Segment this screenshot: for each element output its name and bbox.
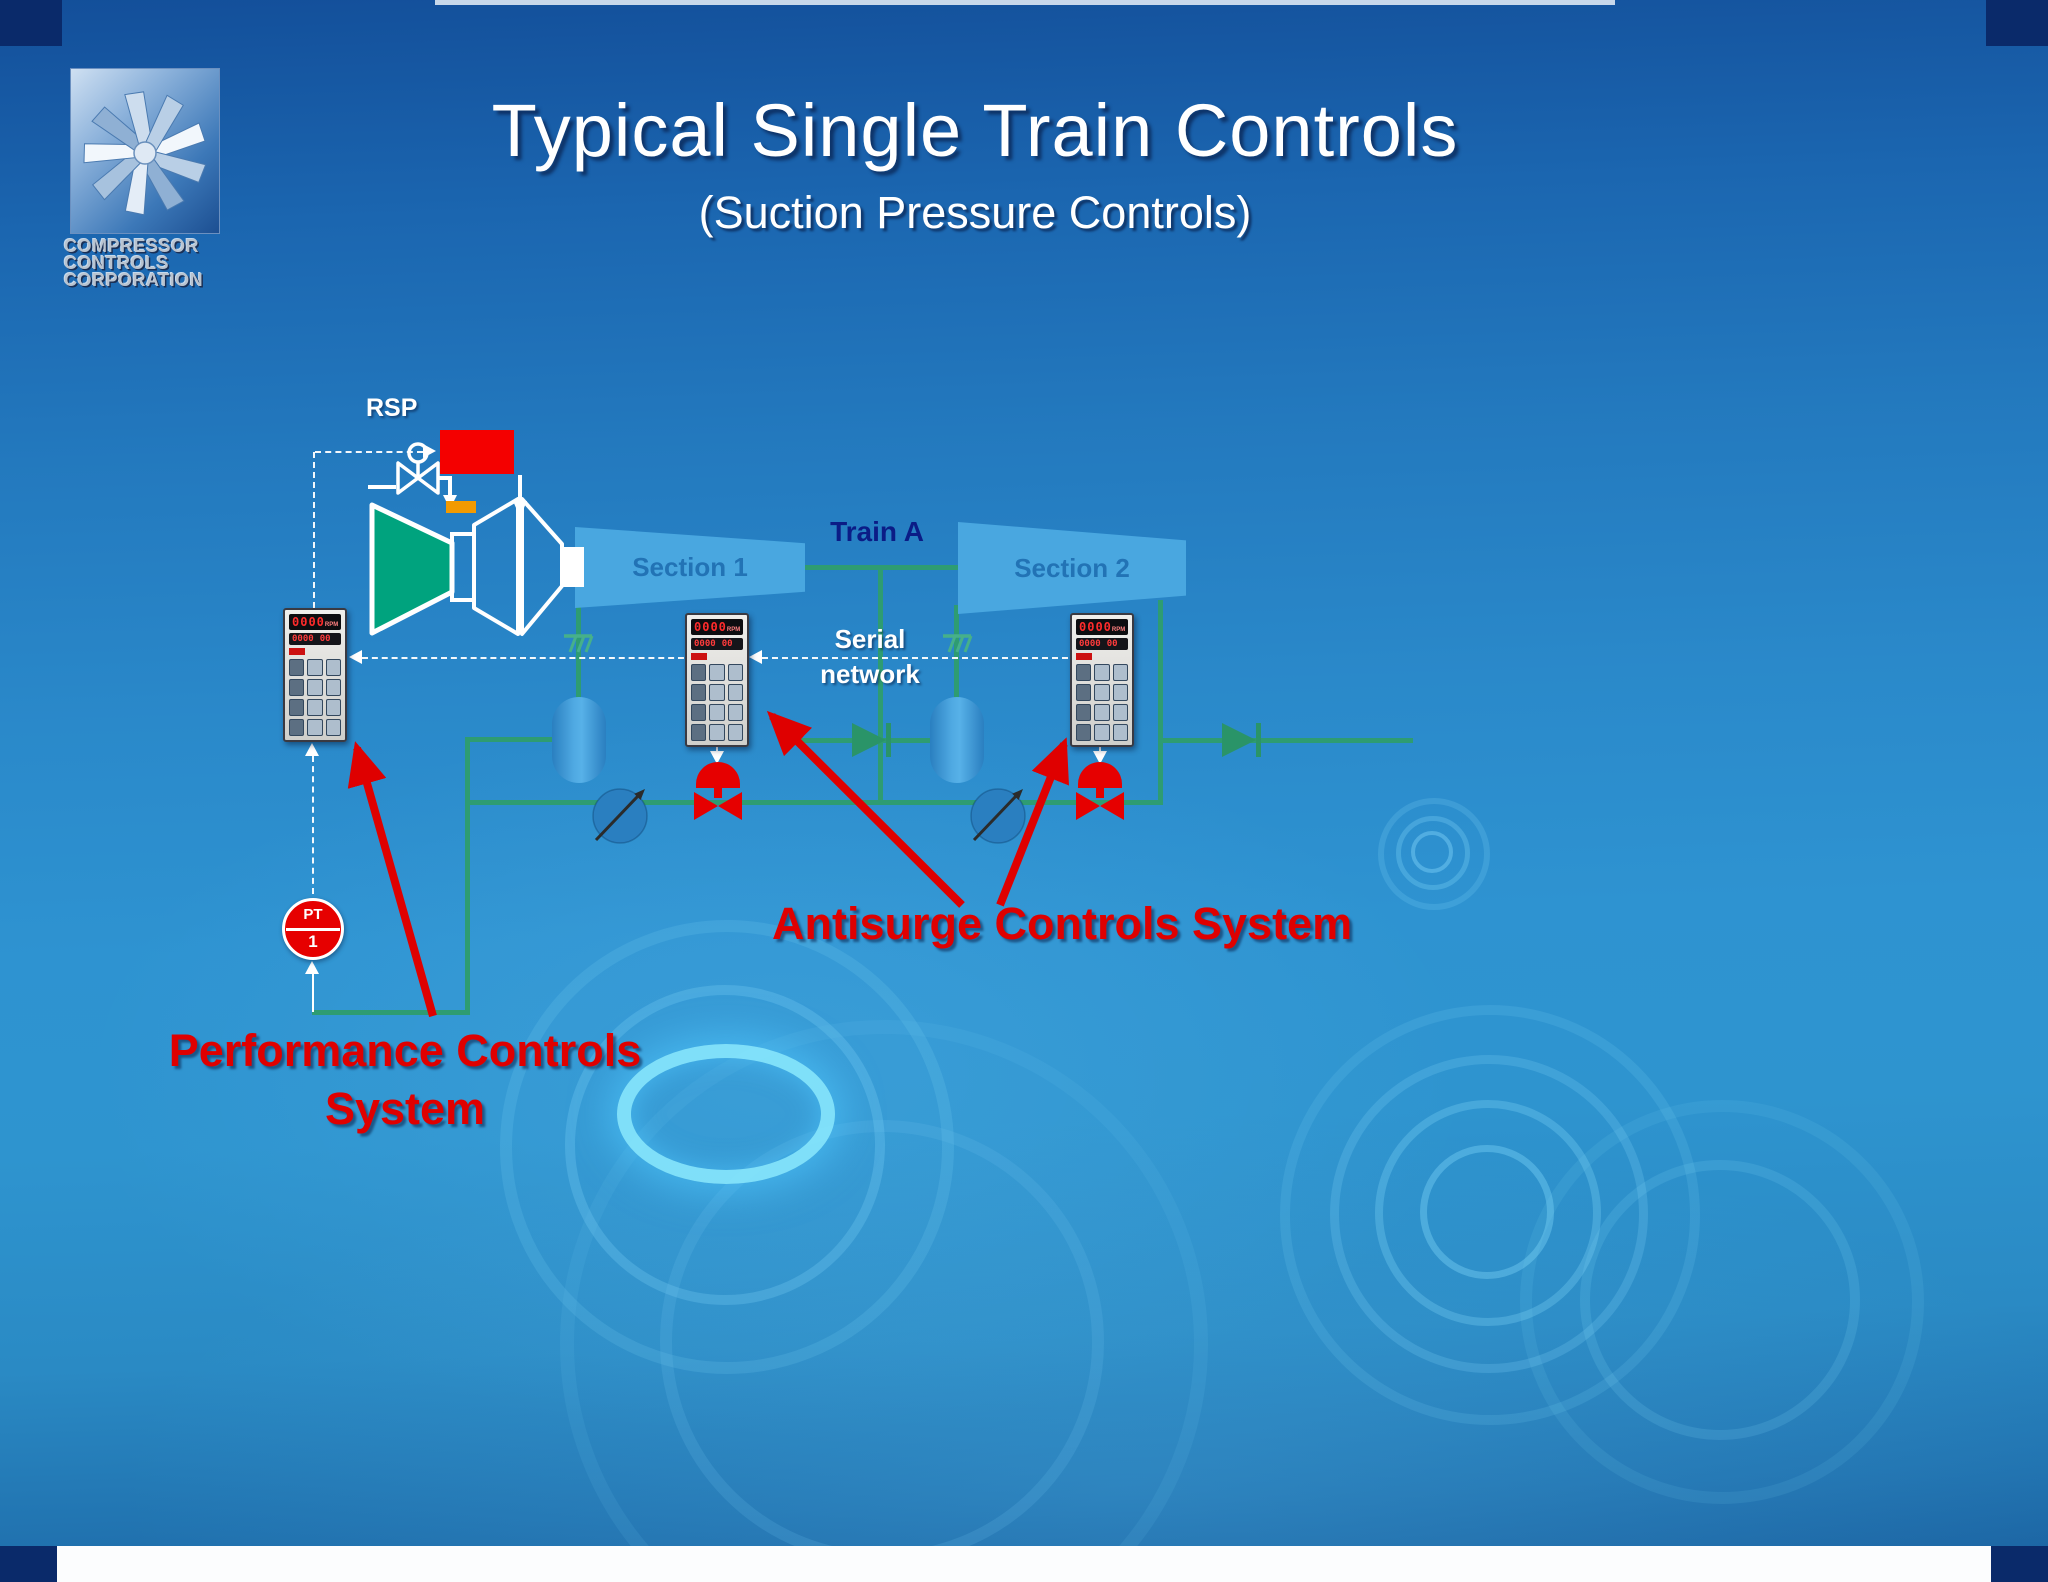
- signal-line-rsp-vertical: [313, 452, 315, 608]
- check-valve-seat: [886, 723, 891, 757]
- ripple-ring: [1520, 1100, 1924, 1504]
- performance-line-1: Performance Controls: [168, 1025, 642, 1076]
- controller-readout: 0000: [292, 615, 325, 629]
- pipe-final-discharge: [1158, 738, 1413, 743]
- arrowhead-to-controller-1: [349, 650, 362, 664]
- antisurge-controls-label: Antisurge Controls System: [772, 898, 1353, 949]
- rsp-setpoint-box: [440, 430, 514, 474]
- serial-line-2: network: [820, 659, 920, 689]
- logo-line-3: CORPORATION: [64, 270, 204, 290]
- slide-bottom-margin: [57, 1546, 1991, 1582]
- pipe-anchor-icon: [564, 634, 594, 653]
- arrowhead-to-pt: [305, 961, 319, 974]
- pt-tag-number: 1: [308, 932, 318, 951]
- controller-readout: 0000: [1079, 620, 1112, 634]
- check-valve-icon: [1222, 723, 1256, 757]
- controller-readout-3: 00: [319, 634, 331, 644]
- controller-red-tag: [289, 648, 305, 655]
- controller-unit: RPM: [726, 627, 741, 633]
- serial-network-label: Serial network: [805, 626, 935, 688]
- pipe-drum2-to-section2: [954, 605, 959, 702]
- check-valve-seat: [1256, 723, 1261, 757]
- performance-controls-label: Performance Controls System: [150, 1022, 660, 1138]
- arrowhead-to-valve-2: [1093, 751, 1107, 764]
- pt-divider: [286, 928, 340, 931]
- section-2-label: Section 2: [1014, 552, 1130, 583]
- antisurge-valve-icon: [694, 762, 742, 820]
- pipe-discharge-drop-2: [1158, 600, 1163, 802]
- pipe-anchor-icon: [943, 634, 973, 653]
- signal-line-valve-1: [716, 747, 718, 752]
- controller-readout-2: 0000: [1079, 639, 1101, 649]
- antisurge-valve-icon: [1076, 762, 1124, 820]
- controller-keypad: [1076, 663, 1128, 741]
- company-logo: [70, 68, 220, 234]
- pipe-recycle-header: [465, 800, 1163, 805]
- steam-turbine-graphic: [368, 442, 584, 636]
- slide-corner: [0, 1546, 57, 1582]
- pipe-suction-riser: [465, 737, 470, 1015]
- slide-title: Typical Single Train Controls: [491, 89, 1459, 172]
- slide-corner: [1991, 1546, 2048, 1582]
- arrowhead-to-controller-2: [749, 650, 762, 664]
- controller-unit: RPM: [324, 622, 339, 628]
- controller-red-tag: [1076, 653, 1092, 660]
- rsp-label: RSP: [366, 394, 418, 422]
- arrowhead-to-valve-1: [710, 751, 724, 764]
- arrowhead-to-rsp: [423, 444, 436, 458]
- controller-readout: 0000: [694, 620, 727, 634]
- train-a-label: Train A: [830, 516, 924, 547]
- signal-line-rsp-horizontal: [315, 451, 423, 453]
- pipe-discharge-drop-1: [878, 566, 883, 802]
- serial-network-line-left: [362, 657, 684, 659]
- logo-line-1: COMPRESSOR: [64, 236, 200, 256]
- signal-line-valve-2: [1099, 747, 1101, 752]
- serial-network-line-right: [762, 657, 1068, 659]
- controller-readout-3: 00: [721, 639, 733, 649]
- slide-corner: [0, 0, 62, 46]
- check-valve-icon: [852, 723, 886, 757]
- pt-transmitter: PT 1: [282, 898, 344, 960]
- suction-drum-1: [552, 697, 606, 783]
- controller-red-tag: [691, 653, 707, 660]
- arrowhead-to-controller-pt: [305, 743, 319, 756]
- slide-corner: [1986, 0, 2048, 46]
- flow-element-icon: [970, 788, 1026, 844]
- performance-line-2: System: [324, 1083, 486, 1134]
- signal-line-pt: [312, 756, 314, 894]
- slide-subtitle: (Suction Pressure Controls): [698, 187, 1252, 238]
- controller-readout-2: 0000: [694, 639, 716, 649]
- pipe-suction-bottom: [312, 1010, 468, 1015]
- pt-tap-line: [312, 972, 314, 1012]
- controller-readout-2: 0000: [292, 634, 314, 644]
- logo-text: COMPRESSOR CONTROLS CORPORATION: [64, 236, 239, 290]
- suction-drum-2: [930, 697, 984, 783]
- pipe-to-drum-1: [465, 737, 557, 742]
- section-1-label: Section 1: [632, 552, 748, 582]
- impeller-icon: [83, 91, 207, 216]
- controller-keypad: [289, 658, 341, 736]
- logo-line-2: CONTROLS: [64, 253, 169, 273]
- pt-tag-letters: PT: [303, 906, 323, 923]
- controller-readout-3: 00: [1106, 639, 1118, 649]
- ripple-ring: [1378, 798, 1490, 910]
- flow-element-icon: [592, 788, 648, 844]
- slide-top-margin: [435, 0, 1615, 5]
- controller-keypad: [691, 663, 743, 741]
- serial-line-1: Serial: [834, 624, 906, 654]
- title-block: Typical Single Train Controls (Suction P…: [30, 88, 1920, 239]
- controller-unit: RPM: [1111, 627, 1126, 633]
